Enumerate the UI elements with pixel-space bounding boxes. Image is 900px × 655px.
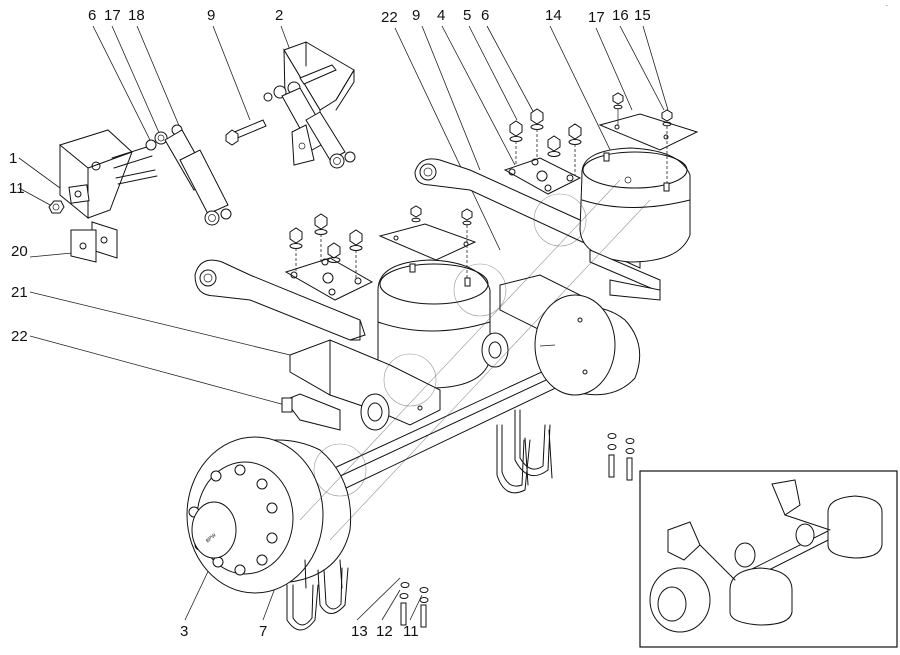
callout-21: 21 (11, 284, 28, 301)
u-bolts-front (286, 559, 349, 631)
leader-6-right (486, 25, 536, 116)
callout-labels: 6 17 18 9 2 22 9 4 5 6 14 17 16 15 1 11 … (9, 3, 888, 640)
nuts-rear (509, 108, 582, 176)
hanger-bracket-right (263, 41, 356, 169)
nuts-front (289, 213, 363, 280)
leader-22 (29, 335, 286, 406)
leader-9 (18, 187, 53, 207)
callout-10: 9 (412, 7, 420, 24)
callout-3: 3 (180, 623, 188, 640)
callout-13: 13 (351, 623, 368, 640)
callout-20: 20 (11, 243, 28, 260)
leader-18 (111, 25, 161, 136)
shim-plates-20 (70, 221, 118, 263)
callout-18: 17 (104, 7, 121, 24)
leader-16 (619, 25, 665, 111)
corner-mark: - (886, 3, 888, 9)
callout-2: 2 (275, 7, 283, 24)
leader-17 (595, 27, 633, 111)
nut-9 (48, 200, 65, 214)
inset-assembled-view (639, 470, 898, 648)
leader-1 (18, 157, 61, 189)
brake-drum-rear (534, 294, 641, 396)
hub-cap: BPW (191, 501, 237, 559)
bolts-washers-rear (607, 433, 635, 481)
leader-23 (394, 27, 501, 251)
leader-3 (184, 562, 213, 621)
callout-11: 11 (403, 623, 419, 640)
u-bolts-rear (496, 409, 553, 494)
leader-12 (381, 589, 401, 621)
callout-4: 4 (437, 7, 445, 24)
bolts-washers-front (399, 582, 429, 628)
callout-12: 12 (376, 623, 393, 640)
callout-1: 1 (9, 150, 17, 167)
callout-17: 17 (588, 9, 605, 26)
leader-15 (642, 25, 669, 111)
air-spring-front (377, 205, 491, 389)
shock-absorber-left (145, 124, 232, 226)
leader-14 (549, 25, 616, 161)
callout-9: 11 (9, 180, 25, 197)
leader-20 (29, 252, 73, 258)
callout-8: 9 (207, 7, 215, 24)
air-spring-rear (579, 92, 699, 293)
leader-21 (29, 291, 291, 356)
leader-6-left (92, 25, 151, 141)
clamp-plate-rear (503, 108, 582, 195)
callout-15: 15 (634, 7, 651, 24)
leader-4 (441, 25, 516, 166)
leader-13 (356, 577, 401, 621)
callout-16: 16 (612, 7, 629, 24)
brake-chamber-front (360, 393, 390, 431)
callout-14: 14 (545, 7, 562, 24)
callout-6-left: 6 (88, 7, 96, 24)
leader-5 (468, 25, 518, 121)
brake-drum-front: BPW (186, 436, 352, 594)
leader-2 (280, 25, 291, 51)
leader-8 (212, 25, 251, 121)
callout-7: 7 (259, 623, 267, 640)
callout-5: 5 (463, 7, 471, 24)
trailing-arm-front (194, 259, 366, 341)
clamp-plate-front (284, 213, 374, 301)
leader-10 (421, 25, 481, 171)
axle-seat-front (281, 339, 441, 431)
hanger-bracket-left (59, 129, 158, 220)
brake-chamber-rear (481, 332, 509, 368)
callout-22: 22 (11, 328, 28, 345)
callout-6-right: 6 (481, 7, 489, 24)
watermark (299, 179, 651, 541)
callout-23: 22 (381, 9, 398, 26)
leader-19 (136, 25, 181, 129)
bolt-8 (225, 119, 267, 146)
leader-lines (18, 25, 669, 621)
callout-19: 18 (128, 7, 145, 24)
